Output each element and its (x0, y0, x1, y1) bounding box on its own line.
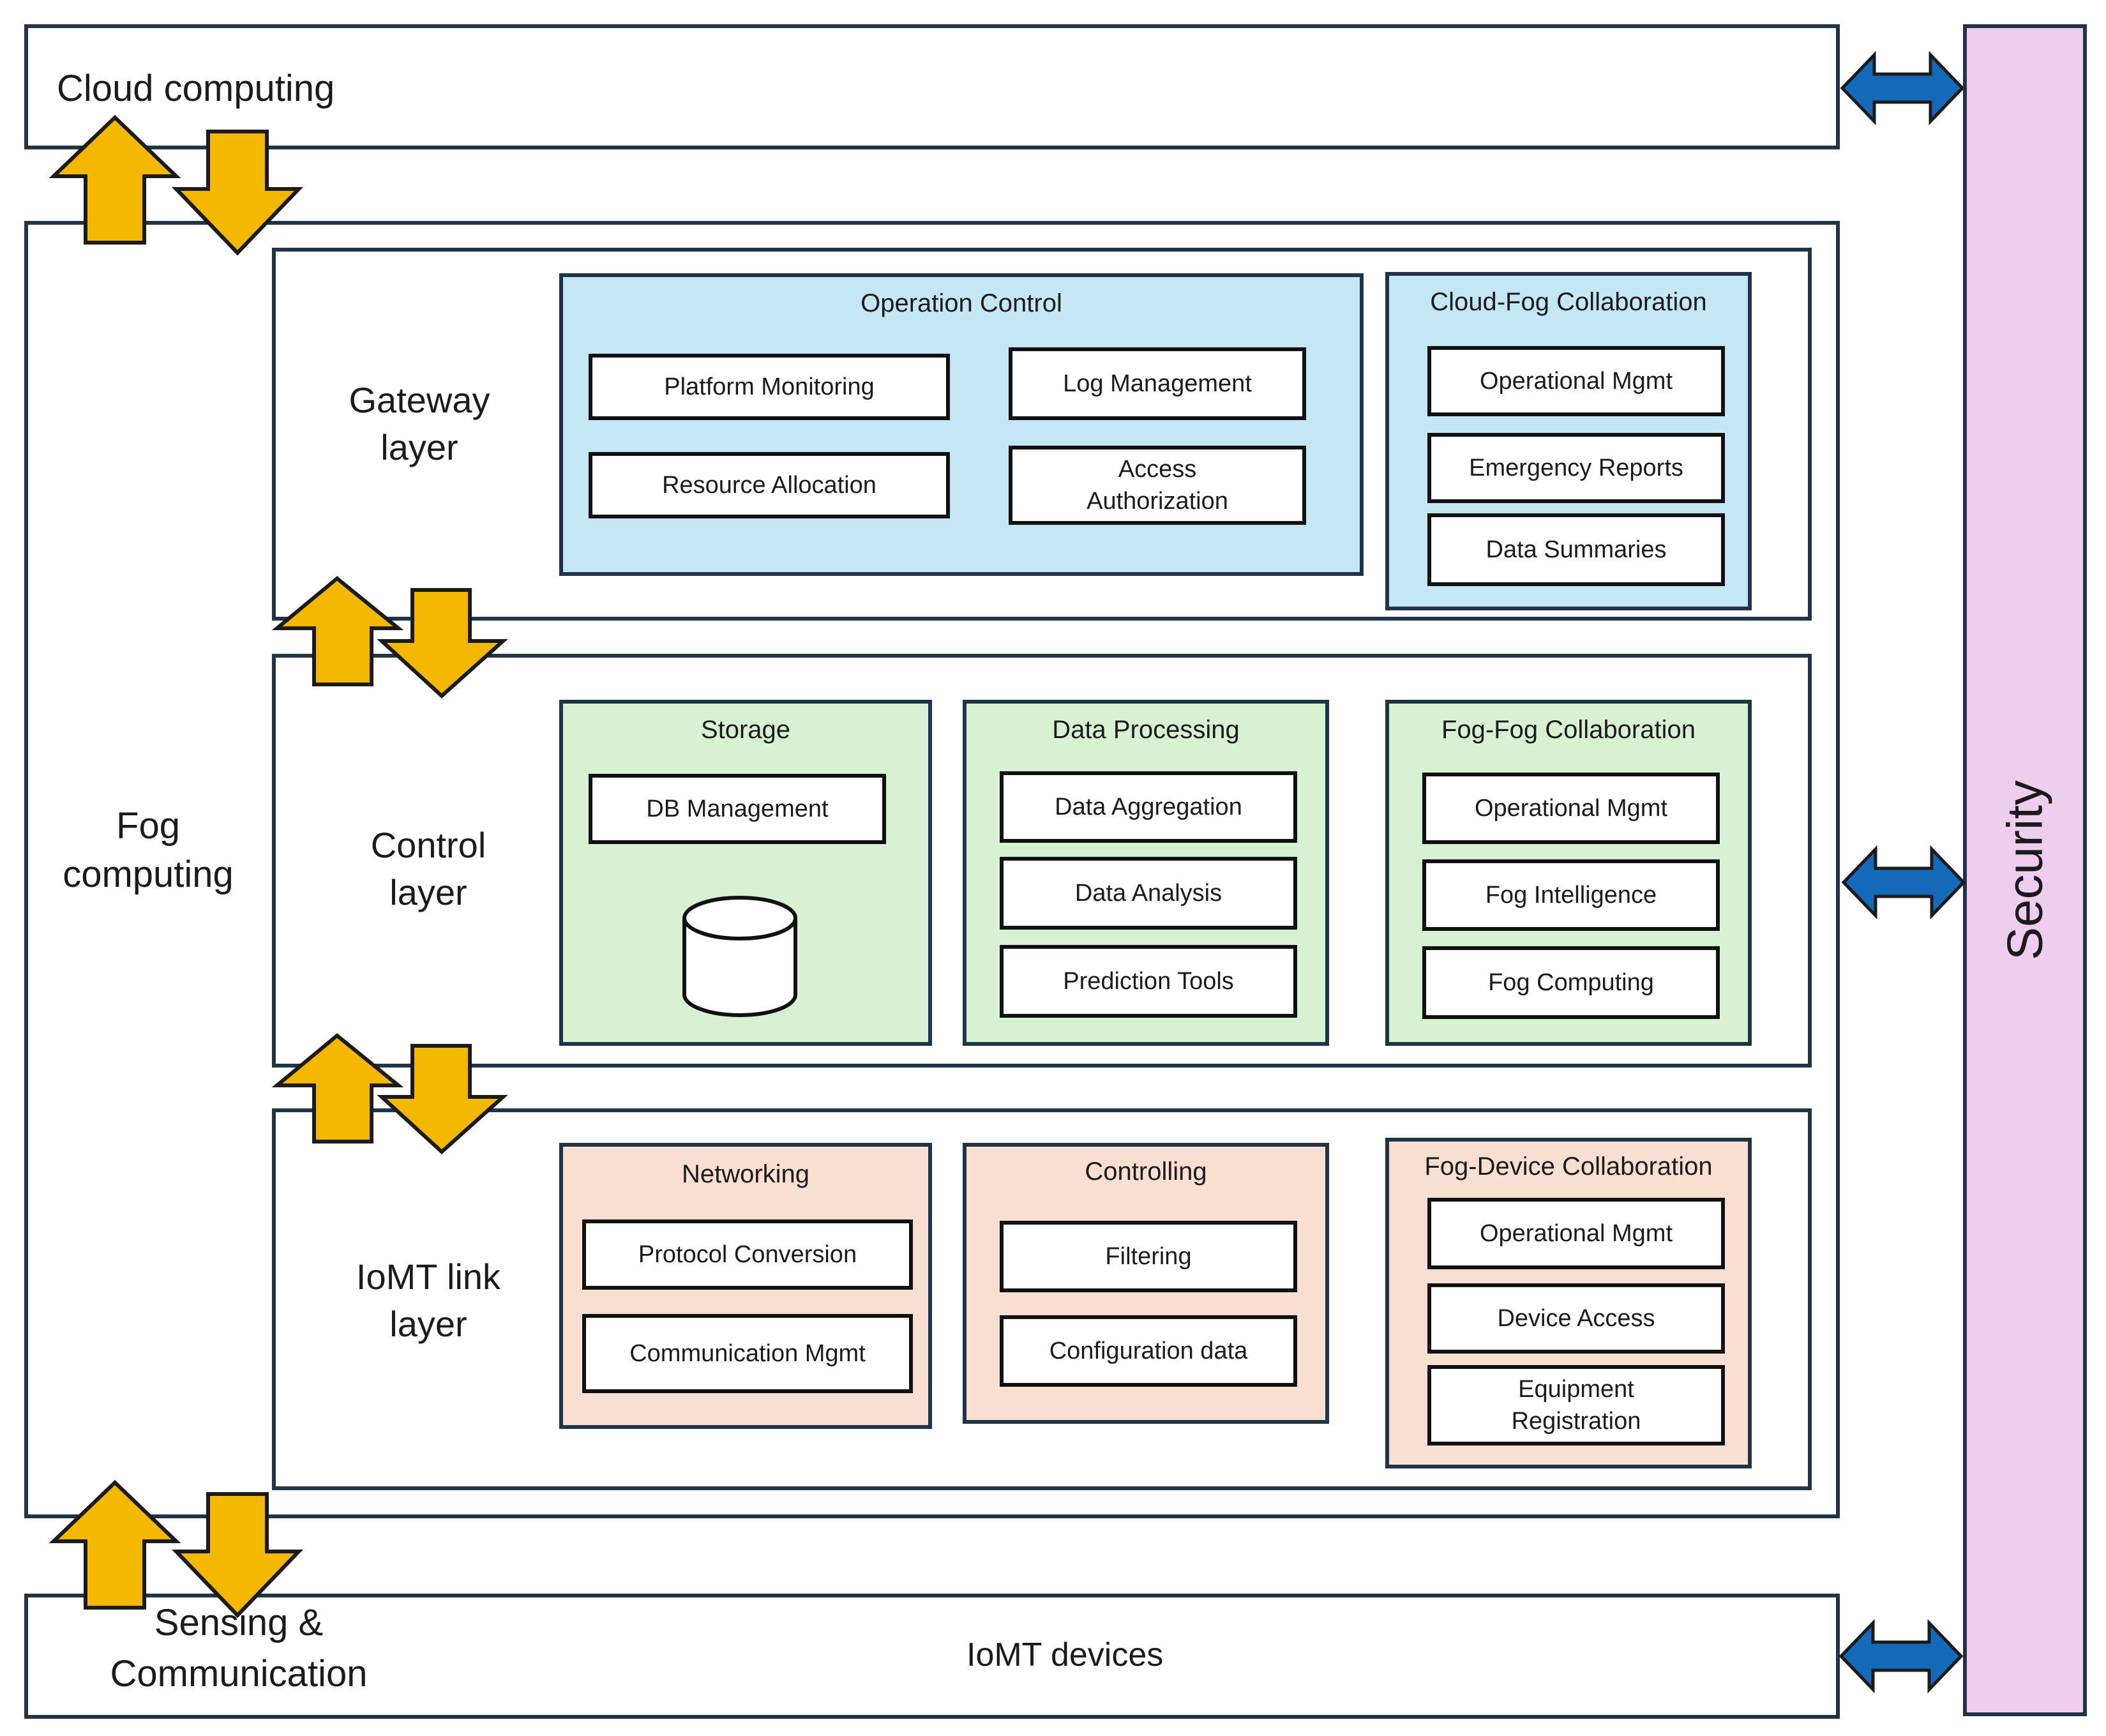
data-processing-group: Data Processing Data Aggregation Data An… (963, 700, 1329, 1046)
control-layer-label-line1: Control (370, 825, 486, 865)
fog-security-arrow (1841, 845, 1966, 920)
protocol-conversion-box: Protocol Conversion (582, 1219, 913, 1290)
gateway-layer-label-line2: layer (380, 427, 458, 467)
access-authorization-box: Access Authorization (1009, 446, 1306, 525)
cloud-fog-collaboration-title: Cloud-Fog Collaboration (1430, 288, 1707, 316)
equipment-registration-box: Equipment Registration (1427, 1365, 1725, 1445)
configuration-data-box: Configuration data (1000, 1315, 1297, 1387)
emergency-reports-box: Emergency Reports (1427, 433, 1725, 503)
operation-control-group: Operation Control Platform Monitoring Lo… (559, 273, 1364, 576)
iomt-devices-label: IoMT devices (967, 1636, 1164, 1673)
cloud-fog-up-arrow (49, 114, 181, 245)
fog-computing-label-line2: computing (63, 854, 234, 895)
gateway-control-down-arrow (377, 588, 508, 699)
networking-title: Networking (681, 1160, 810, 1188)
fog-computing-label-line1: Fog (116, 805, 180, 847)
controlling-title: Controlling (1085, 1158, 1207, 1186)
storage-group: Storage DB Management (559, 700, 932, 1046)
sensing-communication-label-line2: Communication (110, 1653, 368, 1694)
resource-allocation-box: Resource Allocation (589, 452, 950, 518)
fog-device-collaboration-title: Fog-Device Collaboration (1424, 1152, 1713, 1181)
control-layer-label-line2: layer (389, 872, 467, 912)
control-layer-label: Control layer (318, 806, 539, 932)
sensing-communication-band: Sensing & Communication IoMT devices (24, 1594, 1840, 1719)
fog-device-collaboration-group: Fog-Device Collaboration Operational Mgm… (1385, 1138, 1752, 1468)
cloud-computing-band: Cloud computing (24, 24, 1840, 149)
cloud-fog-operational-mgmt-box: Operational Mgmt (1427, 346, 1725, 416)
fog-intelligence-box: Fog Intelligence (1422, 859, 1720, 931)
iomt-link-layer-label-line1: IoMT link (356, 1257, 501, 1297)
sensing-security-arrow (1839, 1619, 1964, 1694)
storage-title: Storage (700, 716, 791, 744)
gateway-layer: Gateway layer Operation Control Platform… (272, 248, 1812, 621)
data-summaries-box: Data Summaries (1427, 513, 1725, 586)
security-label: Security (1996, 780, 2053, 960)
fog-fog-operational-mgmt-box: Operational Mgmt (1422, 773, 1720, 844)
db-management-box: DB Management (589, 774, 886, 844)
networking-group: Networking Protocol Conversion Communica… (559, 1143, 932, 1429)
fog-sensing-up-arrow (49, 1479, 181, 1610)
control-iomt-down-arrow (377, 1044, 508, 1155)
gateway-layer-label-line1: Gateway (349, 380, 490, 420)
data-analysis-box: Data Analysis (1000, 857, 1297, 930)
prediction-tools-box: Prediction Tools (1000, 945, 1297, 1018)
cloud-security-arrow (1840, 50, 1965, 126)
cloud-computing-label: Cloud computing (57, 68, 335, 109)
fog-sensing-down-arrow (171, 1492, 304, 1619)
control-layer: Control layer Storage DB Management Data… (272, 654, 1812, 1068)
control-iomt-up-arrow (271, 1033, 404, 1143)
fog-computing-label: Fog computing (28, 802, 268, 899)
fog-fog-collaboration-group: Fog-Fog Collaboration Operational Mgmt F… (1385, 700, 1752, 1046)
data-processing-title: Data Processing (1052, 716, 1240, 744)
communication-mgmt-box: Communication Mgmt (582, 1314, 913, 1393)
database-icon (682, 896, 797, 1017)
device-access-box: Device Access (1427, 1283, 1725, 1354)
gateway-layer-label: Gateway layer (301, 354, 538, 494)
iomt-link-layer: IoMT link layer Networking Protocol Conv… (272, 1108, 1812, 1490)
operation-control-title: Operation Control (861, 289, 1062, 317)
log-management-box: Log Management (1009, 347, 1306, 420)
iomt-link-layer-label: IoMT link layer (318, 1237, 539, 1364)
controlling-group: Controlling Filtering Configuration data (963, 1143, 1329, 1424)
fog-device-operational-mgmt-box: Operational Mgmt (1427, 1198, 1725, 1269)
filtering-box: Filtering (1000, 1221, 1297, 1292)
cloud-fog-collaboration-group: Cloud-Fog Collaboration Operational Mgmt… (1385, 272, 1752, 610)
platform-monitoring-box: Platform Monitoring (589, 354, 950, 420)
iomt-link-layer-label-line2: layer (389, 1304, 467, 1344)
fog-computing-box: Fog Computing (1422, 946, 1720, 1019)
cloud-fog-down-arrow (171, 130, 304, 256)
fog-fog-collaboration-title: Fog-Fog Collaboration (1441, 716, 1696, 744)
gateway-control-up-arrow (271, 576, 404, 686)
data-aggregation-box: Data Aggregation (1000, 771, 1297, 843)
security-column: Security (1963, 24, 2087, 1716)
